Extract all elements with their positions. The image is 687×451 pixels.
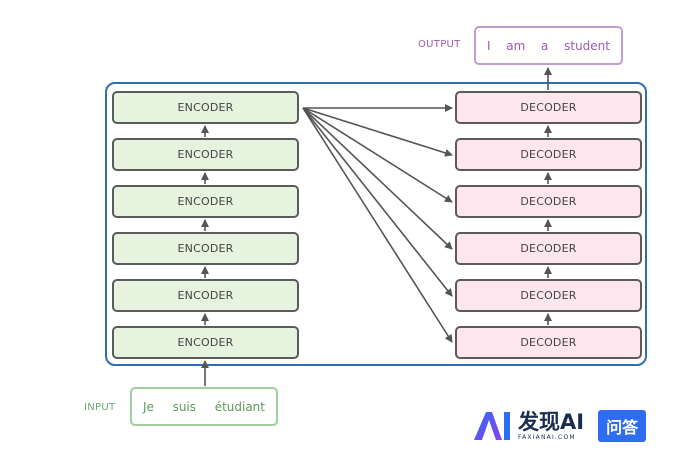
decoder-label: DECODER [520,289,577,302]
arrow-encoder-to-decoder [302,107,453,203]
decoder-label: DECODER [520,195,577,208]
decoder-label: DECODER [520,336,577,349]
encoder-block: ENCODER [112,326,299,359]
input-word: suis [172,399,197,414]
encoder-label: ENCODER [177,289,234,302]
output-word: student [564,38,610,53]
decoder-label: DECODER [520,242,577,255]
output-label: OUTPUT [418,39,461,50]
decoder-block: DECODER [455,279,642,312]
brand-logo-icon [474,412,510,440]
input-sentence-box: Je suis étudiant [130,387,278,426]
encoder-label: ENCODER [177,148,234,161]
encoder-block: ENCODER [112,138,299,171]
encoder-decoder-container [105,82,647,366]
output-sentence-box: I am a student [474,26,623,65]
arrow-encoder-to-decoder [302,107,453,157]
encoder-label: ENCODER [177,101,234,114]
watermark-name: 发现AI [518,409,585,434]
decoder-block: DECODER [455,91,642,124]
arrow-encoder-to-decoder [302,107,453,250]
arrow-encoder-to-decoder [302,107,453,343]
encoder-block: ENCODER [112,232,299,265]
decoder-block: DECODER [455,185,642,218]
input-label: INPUT [84,402,116,413]
decoder-label: DECODER [520,101,577,114]
decoder-block: DECODER [455,138,642,171]
arrow-encoder-to-decoder [302,107,453,297]
encoder-label: ENCODER [177,242,234,255]
decoder-label: DECODER [520,148,577,161]
input-word: étudiant [214,399,265,414]
input-word: Je [143,399,154,414]
encoder-block: ENCODER [112,91,299,124]
watermark-badge: 问答 [598,410,647,442]
encoder-block: ENCODER [112,185,299,218]
output-word: a [541,38,549,53]
encoder-label: ENCODER [177,195,234,208]
decoder-block: DECODER [455,232,642,265]
output-word: I [487,38,491,53]
encoder-block: ENCODER [112,279,299,312]
watermark: 发现AI FAXIANAI.COM 问答 [472,409,647,442]
decoder-block: DECODER [455,326,642,359]
encoder-label: ENCODER [177,336,234,349]
output-word: am [506,38,526,53]
watermark-domain: FAXIANAI.COM [518,433,576,441]
